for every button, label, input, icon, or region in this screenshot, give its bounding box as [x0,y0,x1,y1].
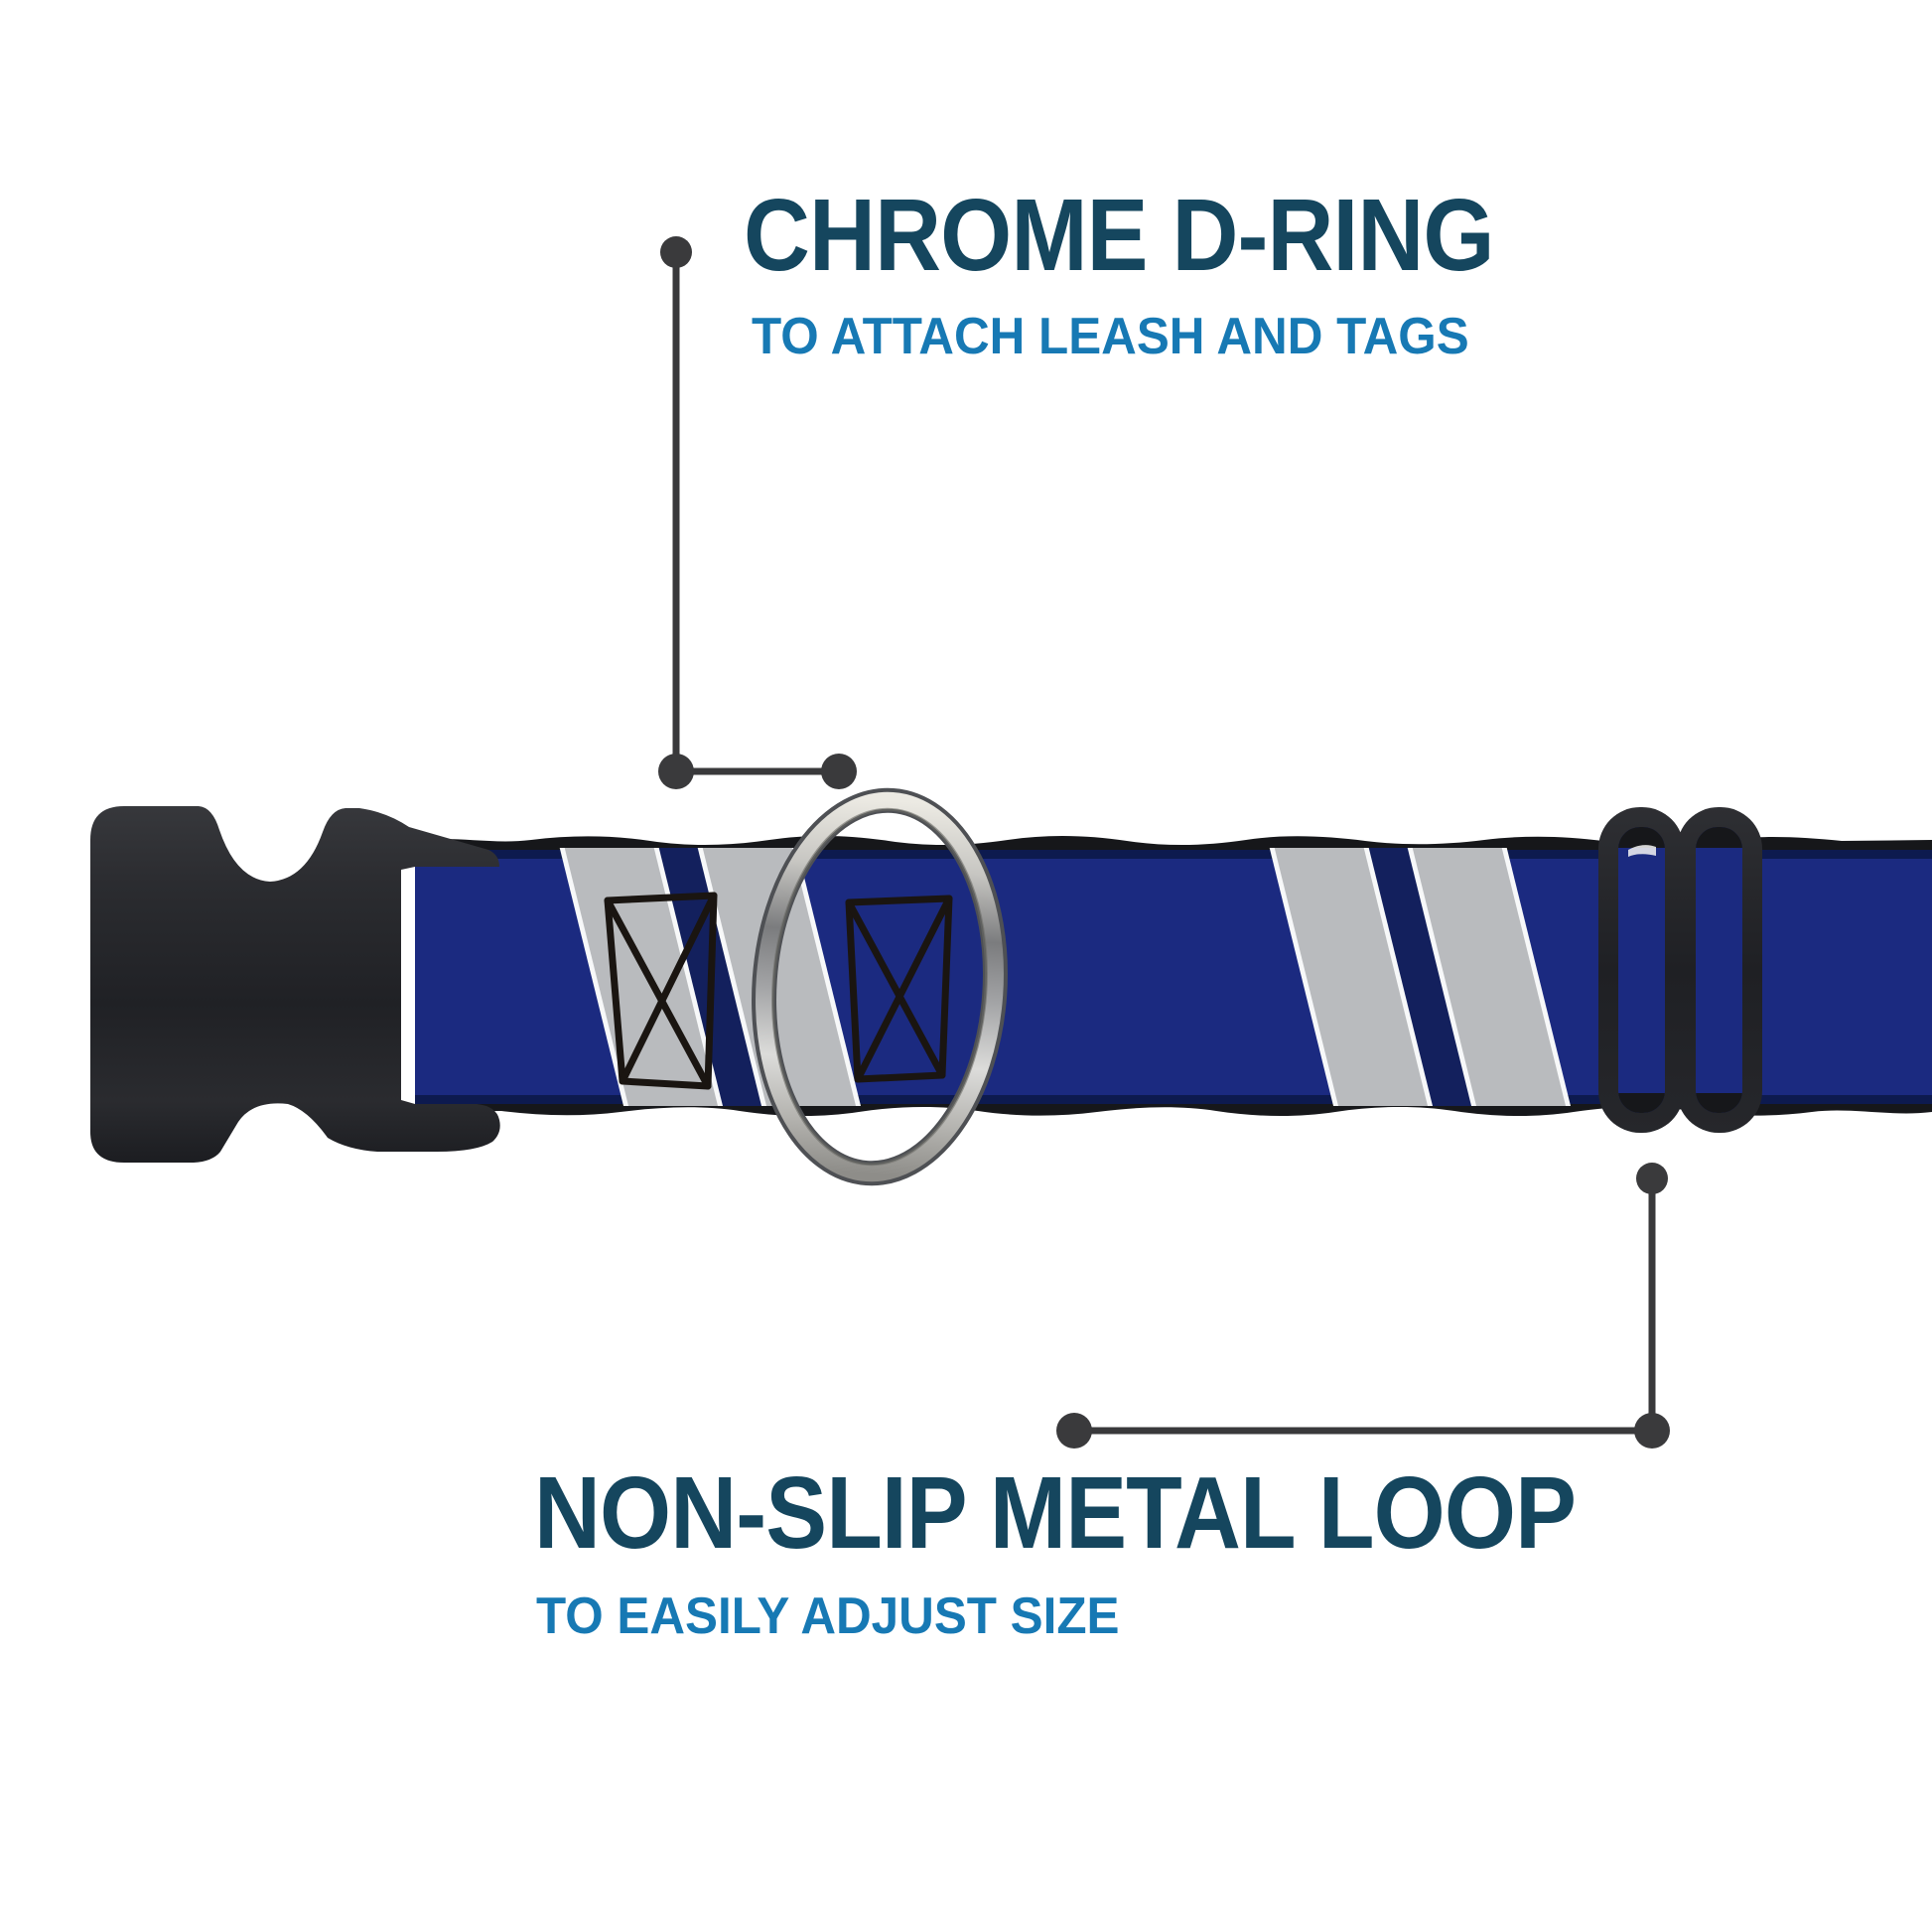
metal-loop-callout-subtitle: TO EASILY ADJUST SIZE [536,1587,1120,1645]
slider-right-opening [1696,827,1742,1113]
stripe-pair-right [1269,848,1572,1106]
stitch-box-left [604,892,718,1090]
callout-dot [1636,1163,1668,1194]
chrome-d-ring [752,787,1008,1186]
stripe-gray [1412,848,1567,1106]
buckle [90,806,500,1163]
stripe-gray [1274,848,1429,1106]
callout-dot [1056,1413,1092,1449]
stripe-gray [564,848,719,1106]
stripe-gray [702,848,857,1106]
metal-loop-callout-title: NON-SLIP METAL LOOP [534,1455,1577,1570]
slider-left-opening [1618,827,1665,1113]
callout-dot [660,236,692,268]
stitch-box-right [845,895,953,1083]
metal-loop-slider [1598,807,1762,1133]
callout-dring [658,236,857,789]
d-ring-groove [771,807,988,1167]
callout-dot [658,754,694,789]
callout-dot [1634,1413,1670,1449]
dring-callout-title: CHROME D-RING [744,178,1495,292]
dring-callout-subtitle: TO ATTACH LEASH AND TAGS [752,308,1469,365]
callout-metal-loop [1056,1163,1670,1449]
callout-dot [821,754,857,789]
stripe-gap-navy [1368,848,1472,1106]
